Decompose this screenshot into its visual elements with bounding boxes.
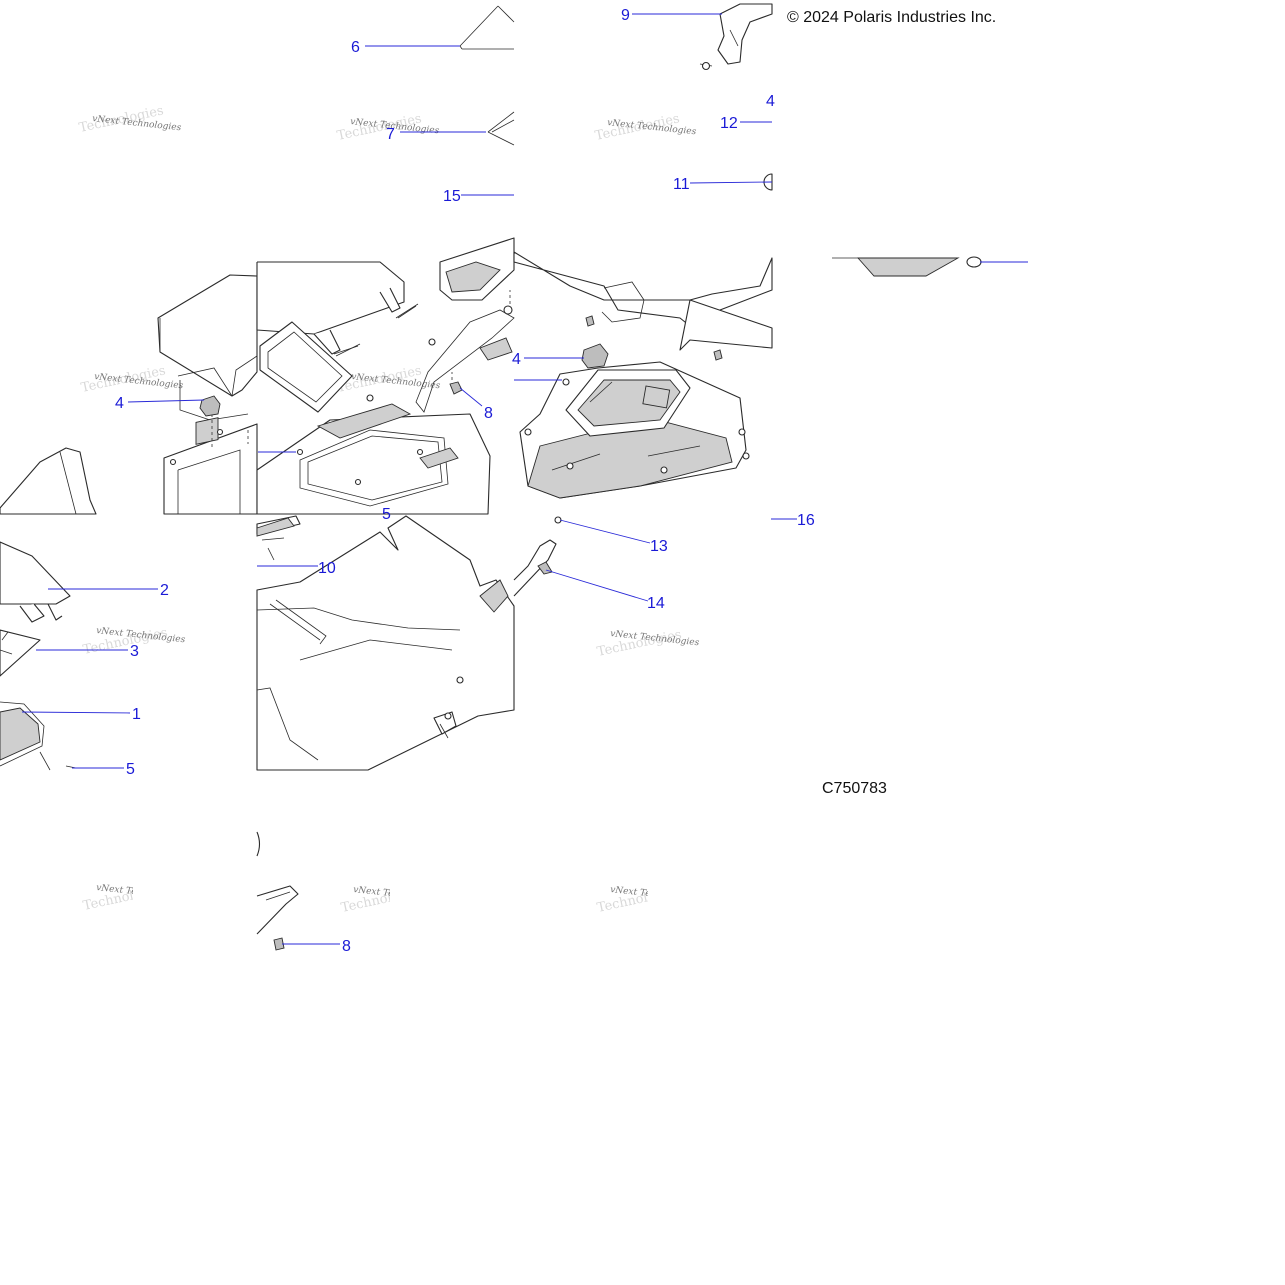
callout-9[interactable]: 9 — [621, 7, 630, 24]
callout-4[interactable]: 4 — [766, 93, 775, 110]
callout-15[interactable]: 15 — [443, 188, 461, 205]
rear-storage-box — [513, 251, 773, 499]
callout-11[interactable]: 11 — [673, 176, 690, 193]
rear-bracket-lower — [513, 516, 562, 597]
callout-6[interactable]: 6 — [351, 39, 360, 56]
seat-cushion-left — [157, 274, 258, 421]
callout-5[interactable]: 5 — [382, 506, 391, 523]
figure-id: C750783 — [822, 780, 887, 797]
latch-4c — [581, 343, 609, 369]
watermark-fragment: Technologies vNext Technologies — [596, 883, 648, 916]
watermark-fragment: Technologies vNext Technologies — [82, 881, 133, 914]
callout-2[interactable]: 2 — [160, 582, 169, 599]
callout-5[interactable]: 5 — [126, 761, 135, 778]
callout-4[interactable]: 4 — [512, 351, 521, 368]
callout-3[interactable]: 3 — [130, 643, 139, 660]
callout-16[interactable]: 16 — [797, 512, 815, 529]
seat-cushion-lower-left — [0, 541, 77, 771]
copyright-notice: © 2024 Polaris Industries Inc. — [787, 9, 997, 26]
floor-panel-center — [256, 515, 515, 771]
center-tray — [256, 403, 491, 515]
fender-left — [0, 447, 97, 515]
lower-fragment — [256, 831, 299, 951]
upper-bracket — [415, 237, 515, 413]
callout-13[interactable]: 13 — [650, 538, 668, 555]
leader-lines — [21, 13, 1028, 945]
latch-4a — [199, 395, 221, 417]
callout-labels: 1 2 3 4 4 4 5 5 6 7 8 8 9 10 11 12 13 14… — [115, 7, 815, 955]
callout-4[interactable]: 4 — [115, 395, 124, 412]
storage-box-left — [163, 414, 258, 515]
callout-1[interactable]: 1 — [132, 706, 141, 723]
callout-7[interactable]: 7 — [386, 126, 395, 143]
center-seat — [256, 261, 419, 413]
callout-8[interactable]: 8 — [484, 405, 493, 422]
clip-group-right — [585, 315, 723, 361]
bracket-9 — [699, 3, 773, 71]
cover-fragment — [832, 256, 982, 277]
callout-14[interactable]: 14 — [647, 595, 665, 612]
callout-12[interactable]: 12 — [720, 115, 738, 132]
fastener-group — [169, 305, 513, 486]
watermark-fragment: Technologies vNext Technologies — [340, 883, 390, 916]
callout-10[interactable]: 10 — [318, 560, 336, 577]
seal-strip-top — [459, 5, 515, 146]
callout-8[interactable]: 8 — [342, 938, 351, 955]
